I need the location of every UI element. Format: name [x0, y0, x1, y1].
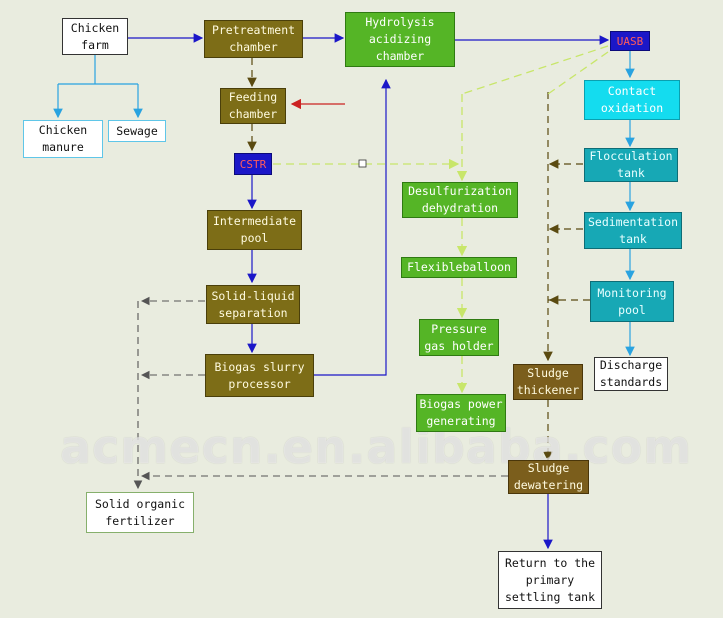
side-inlet-arrows: [548, 159, 560, 305]
monitoring-pool-node[interactable]: Monitoring pool: [590, 281, 674, 322]
sludge-dewatering-node[interactable]: Sludge dewatering: [508, 460, 589, 494]
flocculation-tank-node[interactable]: Flocculation tank: [584, 148, 678, 182]
hydrolysis-chamber-node[interactable]: Hydrolysis acidizing chamber: [345, 12, 455, 67]
chicken-farm-node[interactable]: Chicken farm: [62, 18, 128, 55]
junction-marker: [358, 159, 367, 168]
pretreatment-chamber-node[interactable]: Pretreatment chamber: [204, 20, 303, 58]
sewage-node[interactable]: Sewage: [108, 120, 166, 142]
chicken-manure-node[interactable]: Chicken manure: [23, 120, 103, 158]
feeding-chamber-node[interactable]: Feeding chamber: [220, 88, 286, 124]
desulfurization-node[interactable]: Desulfurization dehydration: [402, 182, 518, 218]
sedimentation-tank-node[interactable]: Sedimentation tank: [584, 212, 682, 249]
solid-organic-fertilizer-node[interactable]: Solid organic fertilizer: [86, 492, 194, 533]
biogas-power-node[interactable]: Biogas power generating: [416, 394, 506, 432]
biogas-slurry-processor-node[interactable]: Biogas slurry processor: [205, 354, 314, 397]
pressure-gas-holder-node[interactable]: Pressure gas holder: [419, 319, 499, 356]
intermediate-pool-node[interactable]: Intermediate pool: [207, 210, 302, 250]
farm-split-arrows: [53, 50, 635, 357]
discharge-standards-node[interactable]: Discharge standards: [594, 357, 668, 391]
fertilizer-flow-arrows: [133, 296, 508, 490]
flexible-balloon-node[interactable]: Flexibleballoon: [401, 257, 517, 278]
contact-oxidation-node[interactable]: Contact oxidation: [584, 80, 680, 120]
solid-liquid-separation-node[interactable]: Solid-liquid separation: [206, 285, 300, 324]
return-to-settling-tank-node[interactable]: Return to the primary settling tank: [498, 551, 602, 609]
main-flow-arrows: [128, 33, 610, 550]
sludge-thickener-node[interactable]: Sludge thickener: [513, 364, 583, 400]
cstr-node[interactable]: CSTR: [234, 153, 272, 175]
uasb-node[interactable]: UASB: [610, 31, 650, 51]
